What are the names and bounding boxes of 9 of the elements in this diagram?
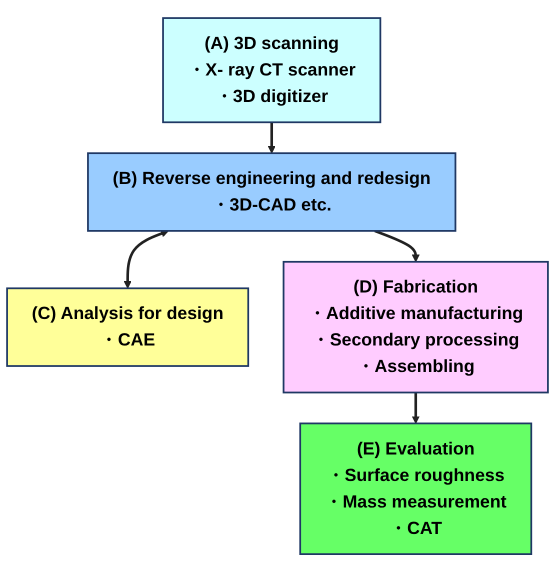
arrow — [412, 392, 420, 424]
node-box: (A) 3D scanning ・X- ray CT scanner ・3D digitizer — [162, 17, 382, 124]
node-box: (D) Fabrication ・Additive manufacturing ・Secondary processing ・Assembling — [282, 260, 549, 394]
node-box: (C) Analysis for design ・CAE — [6, 287, 250, 367]
arrow — [124, 230, 169, 289]
node-box: (E) Evaluation ・Surface roughness ・Mass measurement ・CAT — [299, 422, 532, 555]
arrow — [268, 122, 276, 154]
node-box: (B) Reverse engineering and redesign ・3D-CAD etc. — [87, 152, 456, 232]
arrow — [374, 230, 420, 262]
